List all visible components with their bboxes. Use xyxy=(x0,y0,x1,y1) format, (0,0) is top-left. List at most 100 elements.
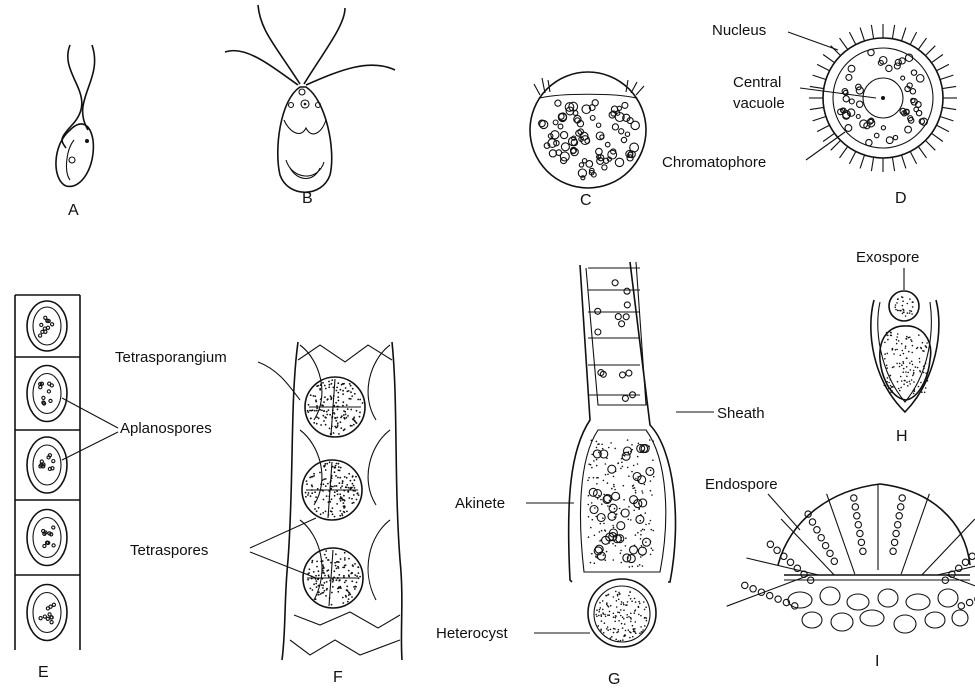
stipple xyxy=(359,416,361,418)
stipple xyxy=(913,381,915,383)
stipple xyxy=(359,412,361,414)
stipple xyxy=(895,349,897,351)
stipple xyxy=(311,486,313,488)
stipple xyxy=(328,574,330,576)
stipple xyxy=(323,420,325,422)
stipple xyxy=(336,568,338,570)
stipple xyxy=(355,586,357,588)
stipple xyxy=(605,559,607,561)
stipple xyxy=(346,586,348,588)
stipple xyxy=(906,376,908,378)
stipple xyxy=(323,465,325,467)
chromatophore-granule xyxy=(846,74,852,80)
akinete-granule xyxy=(621,509,629,517)
stipple xyxy=(326,411,328,413)
stipple xyxy=(352,476,354,478)
stipple xyxy=(925,387,927,389)
stipple xyxy=(612,525,614,527)
stipple xyxy=(334,495,336,497)
stipple xyxy=(607,605,609,607)
stipple xyxy=(345,414,347,416)
flagellum xyxy=(940,117,953,121)
stipple xyxy=(342,405,344,407)
stipple xyxy=(344,552,346,554)
stipple xyxy=(336,463,338,465)
aplanospore-granule xyxy=(51,323,54,326)
endospore xyxy=(831,558,837,564)
panel-d-central-vacuole-label-2: vacuole xyxy=(733,95,785,112)
stipple xyxy=(628,451,630,453)
stipple xyxy=(318,591,320,593)
stipple xyxy=(613,486,615,488)
stipple xyxy=(346,404,348,406)
stipple xyxy=(598,452,600,454)
stipple xyxy=(596,609,598,611)
stipple xyxy=(354,393,356,395)
stipple xyxy=(596,477,598,479)
stipple xyxy=(600,607,602,609)
stipple xyxy=(601,615,603,617)
stipple xyxy=(615,617,617,619)
chromatophore-granule xyxy=(893,135,897,139)
stipple xyxy=(902,305,904,307)
flagellum xyxy=(840,147,848,158)
stipple xyxy=(902,300,904,302)
stipple xyxy=(588,516,590,518)
stipple xyxy=(903,368,905,370)
stipple xyxy=(903,383,905,385)
granule xyxy=(623,314,629,320)
stipple xyxy=(618,599,620,601)
stipple xyxy=(339,498,341,500)
endospore xyxy=(827,550,833,556)
stipple xyxy=(314,508,316,510)
stipple xyxy=(340,421,342,423)
stipple xyxy=(897,310,899,312)
chloroplast xyxy=(590,116,595,121)
stipple xyxy=(890,391,892,393)
stipple xyxy=(307,579,309,581)
granule xyxy=(626,370,632,376)
stipple xyxy=(633,465,635,467)
stipple xyxy=(630,613,632,615)
stipple xyxy=(606,458,608,460)
stipple xyxy=(340,389,342,391)
stipple xyxy=(347,491,349,493)
stipple xyxy=(638,481,640,483)
stipple xyxy=(898,388,900,390)
stipple xyxy=(614,448,616,450)
stipple xyxy=(605,595,607,597)
stipple xyxy=(642,555,644,557)
thallus-cell xyxy=(300,430,322,505)
endospore xyxy=(854,513,860,519)
flagellum xyxy=(918,38,926,49)
stipple xyxy=(617,611,619,613)
stipple xyxy=(600,499,602,501)
stipple xyxy=(345,486,347,488)
akinete-granule xyxy=(612,492,620,500)
stipple xyxy=(920,382,922,384)
stipple xyxy=(896,302,898,304)
stipple xyxy=(344,428,346,430)
stipple xyxy=(913,393,915,395)
stipple xyxy=(334,516,336,518)
granule xyxy=(595,329,601,335)
stipple xyxy=(610,637,612,639)
stipple xyxy=(324,463,326,465)
stipple xyxy=(645,524,647,526)
stipple xyxy=(644,609,646,611)
stipple xyxy=(318,570,320,572)
stipple xyxy=(335,553,337,555)
akinete-granule xyxy=(639,499,647,507)
stipple xyxy=(627,601,629,603)
panel-f-tetrasporangium-thallus xyxy=(282,342,402,660)
stipple xyxy=(637,532,639,534)
stipple xyxy=(340,427,342,429)
endospore xyxy=(750,586,756,592)
stipple xyxy=(638,503,640,505)
stipple xyxy=(346,589,348,591)
aplanospore xyxy=(33,593,61,633)
flagellum xyxy=(817,125,829,131)
stipple xyxy=(305,492,307,494)
chromatophore-granule xyxy=(845,125,852,132)
stipple xyxy=(905,315,907,317)
